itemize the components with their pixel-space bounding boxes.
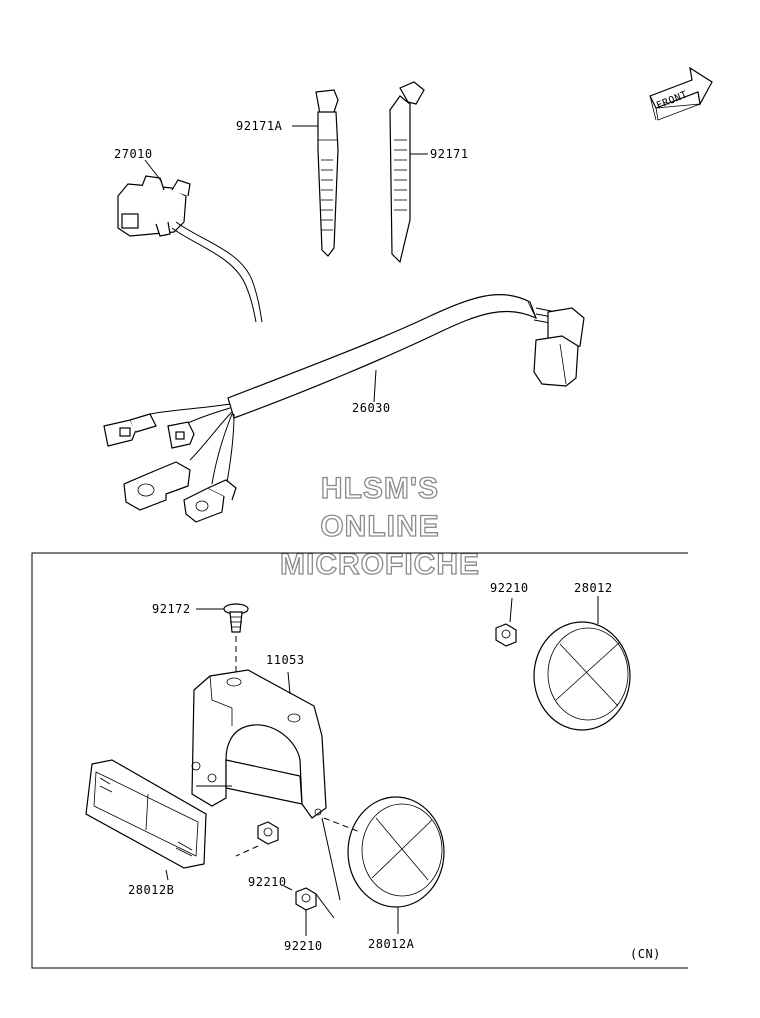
band-92171A	[292, 89, 339, 257]
harness-26030	[103, 293, 585, 523]
region-code: (CN)	[630, 947, 661, 961]
bracket-11053	[191, 669, 341, 901]
watermark-line1: HLSM'S	[321, 472, 439, 505]
band-92171	[389, 81, 428, 264]
screw-92172	[196, 603, 249, 680]
label-92171A: 92171A	[236, 119, 283, 133]
label-92172: 92172	[152, 602, 191, 616]
reflector-28012B	[85, 759, 232, 881]
label-92210-top: 92210	[490, 581, 529, 595]
nut-92210-mid	[235, 821, 279, 857]
watermark: HLSM'S ONLINE MICROFICHE	[279, 471, 479, 581]
nut-92210-top	[495, 597, 517, 647]
nut-92210-bottom	[283, 885, 335, 936]
label-92210-bottom: 92210	[284, 939, 323, 953]
label-11053: 11053	[266, 653, 305, 667]
front-arrow-icon: FRONT	[649, 66, 713, 121]
label-28012B: 28012B	[128, 883, 174, 897]
label-27010: 27010	[114, 147, 153, 161]
reflector-28012	[533, 596, 631, 731]
region-frame	[31, 552, 688, 969]
switch-27010	[117, 159, 263, 323]
label-92210-mid: 92210	[248, 875, 287, 889]
reflector-28012A	[323, 796, 445, 934]
label-92171: 92171	[430, 147, 469, 161]
label-28012: 28012	[574, 581, 613, 595]
watermark-line2: ONLINE	[320, 510, 439, 543]
label-28012A: 28012A	[368, 937, 415, 951]
label-26030: 26030	[352, 401, 391, 415]
